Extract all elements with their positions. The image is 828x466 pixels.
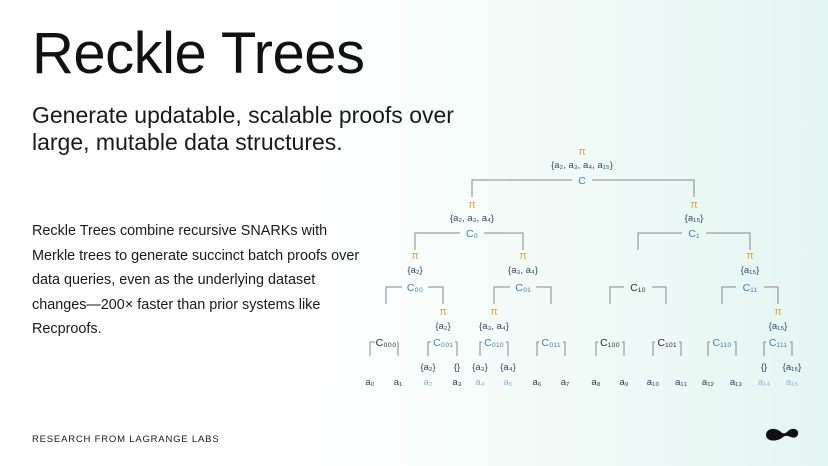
leaf-set-empty-a14: {} bbox=[761, 362, 767, 373]
leaf-set-a3: {a₃} bbox=[472, 362, 488, 373]
leaf-a12: a₁₂ bbox=[702, 377, 714, 388]
leaf-a2: a₂ bbox=[424, 377, 433, 388]
l1-left-proof: π bbox=[468, 199, 476, 211]
root-set: {a₂, a₃, a₄, a₁₅} bbox=[551, 160, 613, 171]
l3-001-edge bbox=[427, 341, 458, 356]
l3-100-edge bbox=[595, 341, 625, 356]
l2-01-set: {a₃, a₄} bbox=[508, 265, 538, 276]
l3-001-proof: π bbox=[439, 306, 447, 318]
leaf-a15: a₁₅ bbox=[786, 377, 798, 388]
l3-111-edge bbox=[763, 341, 793, 356]
l1-right-edge bbox=[637, 232, 751, 250]
l2-11-proof: π bbox=[746, 250, 754, 262]
l3-101-edge bbox=[652, 341, 682, 356]
l2-10-commitment: C₁₀ bbox=[630, 282, 645, 294]
l2-01-proof: π bbox=[519, 250, 527, 262]
l1-right-proof: π bbox=[690, 199, 698, 211]
leaf-set-a15: {a₁₅} bbox=[783, 362, 802, 373]
leaf-set-a4: {a₄} bbox=[500, 362, 516, 373]
l2-01-commitment: C₀₁ bbox=[515, 282, 531, 294]
l2-01-edge bbox=[493, 286, 552, 304]
leaf-a5: a₅ bbox=[503, 377, 512, 388]
root-proof: π bbox=[578, 146, 586, 158]
l1-right-set: {a₁₅} bbox=[685, 213, 704, 224]
l3-100-commitment: C₁₀₀ bbox=[600, 337, 620, 349]
leaf-a9: a₉ bbox=[619, 377, 628, 388]
leaf-a6: a₆ bbox=[532, 377, 541, 388]
leaf-set-empty-a3: {} bbox=[454, 362, 460, 373]
l3-010-edge bbox=[479, 341, 509, 356]
l3-000-edge bbox=[369, 341, 399, 356]
l3-011-commitment: C₀₁₁ bbox=[541, 337, 560, 349]
leaf-a1: a₁ bbox=[394, 377, 403, 388]
l3-010-commitment: C₀₁₀ bbox=[484, 337, 504, 349]
l2-10-edge bbox=[609, 286, 667, 304]
l3-110-edge bbox=[707, 341, 737, 356]
l3-111-commitment: C₁₁₁ bbox=[769, 337, 788, 349]
leaf-a13: a₁₃ bbox=[730, 377, 742, 388]
l1-left-edge bbox=[414, 232, 524, 250]
l2-11-commitment: C₁₁ bbox=[743, 282, 758, 294]
l3-010-proof: π bbox=[490, 306, 498, 318]
l3-001-commitment: C₀₀₁ bbox=[433, 337, 453, 349]
footer-label: RESEARCH FROM LAGRANGE LABS bbox=[32, 434, 220, 445]
l3-111-set: {a₁₅} bbox=[769, 321, 788, 332]
leaf-a14: a₁₄ bbox=[758, 377, 770, 388]
l2-11-set: {a₁₅} bbox=[741, 265, 760, 276]
l3-001-set: {a₂} bbox=[435, 321, 450, 332]
l2-11-edge bbox=[721, 286, 779, 304]
l2-00-set: {a₂} bbox=[407, 265, 422, 276]
l3-011-edge bbox=[536, 341, 566, 356]
l1-left-set: {a₂, a₃, a₄} bbox=[450, 213, 494, 224]
page-subtitle: Generate updatable, scalable proofs over… bbox=[32, 102, 454, 155]
l3-110-commitment: C₁₁₀ bbox=[712, 337, 731, 349]
l2-00-edge bbox=[385, 286, 444, 304]
root-edge bbox=[471, 179, 695, 197]
leaf-a7: a₇ bbox=[561, 377, 570, 388]
leaf-a10: a₁₀ bbox=[647, 377, 659, 388]
leaf-a3: a₃ bbox=[452, 377, 461, 388]
leaf-set-a2: {a₂} bbox=[420, 362, 435, 373]
l1-right-commitment: C₁ bbox=[688, 228, 700, 240]
page-title: Reckle Trees bbox=[32, 21, 365, 86]
l3-111-proof: π bbox=[774, 306, 782, 318]
l2-00-proof: π bbox=[411, 250, 419, 262]
leaf-a11: a₁₁ bbox=[675, 377, 687, 388]
leaf-a0: a₀ bbox=[365, 377, 374, 388]
l3-010-set: {a₃, a₄} bbox=[479, 321, 509, 332]
description-paragraph: Reckle Trees combine recursive SNARKs wi… bbox=[32, 223, 360, 337]
l1-left-commitment: C₀ bbox=[466, 228, 478, 240]
lagrange-logo-icon bbox=[766, 428, 799, 441]
l2-00-commitment: C₀₀ bbox=[407, 282, 423, 294]
l3-101-commitment: C₁₀₁ bbox=[657, 337, 676, 349]
leaf-a4: a₄ bbox=[475, 377, 484, 388]
root-commitment: C bbox=[578, 175, 586, 187]
l3-000-commitment: C₀₀₀ bbox=[376, 337, 397, 349]
leaf-a8: a₈ bbox=[591, 377, 600, 388]
